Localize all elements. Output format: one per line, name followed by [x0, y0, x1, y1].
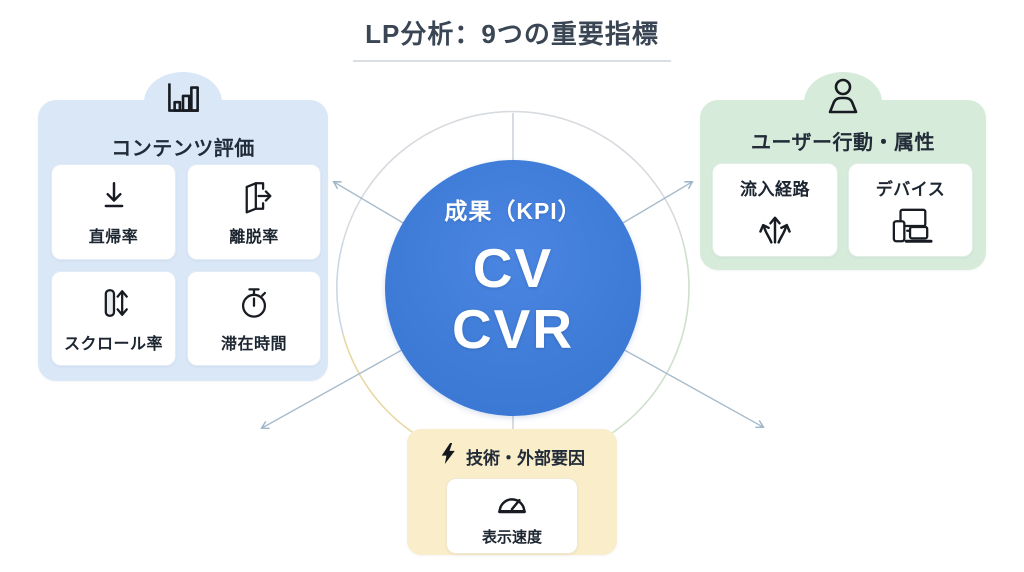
kpi-cvr: CVR [451, 297, 575, 360]
speedometer-icon [494, 486, 530, 521]
metric-label: 表示速度 [481, 528, 542, 546]
panel-tech-header: 技術・外部要因 [407, 442, 617, 470]
metric-label: 滞在時間 [220, 335, 287, 353]
metric-card-traffic-source: 流入経路 [712, 163, 838, 257]
devices-icon [889, 206, 933, 246]
user-cards: 流入経路 デバイス [712, 163, 973, 257]
panel-tech-factors: 技術・外部要因 表示速度 [407, 429, 617, 555]
metric-card-exit-rate: 離脱率 [187, 164, 321, 260]
branching-arrows-icon [754, 206, 796, 246]
kpi-circle: 成果（KPI） CV CVR [385, 160, 641, 416]
metric-label: デバイス [875, 179, 946, 199]
lightning-icon [439, 442, 458, 470]
kpi-subtitle: 成果（KPI） [444, 198, 582, 224]
metric-card-bounce-rate: 直帰率 [51, 164, 176, 260]
metric-card-scroll-rate: スクロール率 [51, 270, 176, 366]
stopwatch-icon [234, 283, 274, 323]
panel-user-header: ユーザー行動・属性 [750, 132, 936, 154]
metric-label: スクロール率 [63, 335, 163, 353]
content-cards: 直帰率 離脱率 [51, 164, 321, 366]
metric-card-device: デバイス [848, 163, 973, 257]
panel-content-evaluation: コンテンツ評価 直帰率 [38, 72, 328, 381]
bounce-arrow-icon [94, 176, 134, 216]
metric-card-time-on-page: 滞在時間 [187, 270, 321, 366]
scroll-icon [94, 283, 134, 323]
metric-label: 直帰率 [88, 229, 139, 247]
panel-user-behavior: ユーザー行動・属性 流入経路 デバイス [700, 72, 986, 270]
panel-content-header: コンテンツ評価 [111, 138, 255, 160]
metric-card-page-speed: 表示速度 [446, 478, 578, 554]
page-title: LP分析：9つの重要指標 [353, 14, 671, 62]
metric-label: 流入経路 [740, 179, 810, 199]
person-icon [821, 74, 865, 118]
bar-chart-icon [160, 74, 206, 120]
metric-label: 離脱率 [229, 229, 279, 247]
exit-door-icon [234, 176, 274, 216]
panel-tech-header-label: 技術・外部要因 [466, 448, 585, 468]
kpi-cv: CV [472, 237, 554, 299]
